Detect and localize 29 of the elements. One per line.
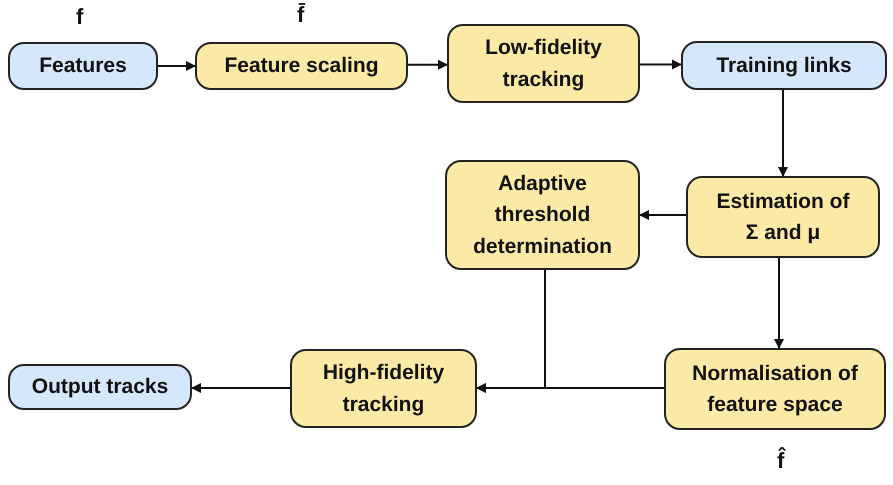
data-box [8, 42, 158, 90]
arrow [639, 210, 686, 220]
data-box [8, 364, 192, 410]
box-label: Normalisation of feature space [691, 360, 859, 418]
box-label: Training links [716, 52, 852, 79]
arrow [408, 60, 448, 70]
process-box [445, 160, 640, 270]
box-label: Output tracks [32, 374, 168, 400]
box-label: Features [39, 53, 127, 80]
variable-symbol: f̂ [777, 448, 784, 474]
process-box [664, 348, 886, 430]
process-box [290, 349, 477, 428]
process-box [447, 24, 640, 103]
box-label: Estimation of Σ and μ [715, 188, 850, 246]
variable-symbol: f̄ [297, 2, 304, 28]
arrow [774, 258, 784, 349]
variable-symbol: f [76, 4, 84, 30]
arrow [640, 60, 682, 70]
arrow [778, 90, 788, 177]
process-box [686, 176, 880, 258]
box-label: Low-fidelity tracking [484, 35, 603, 92]
box-label: Adaptive threshold determination [472, 170, 613, 260]
box-label: Feature scaling [224, 53, 379, 80]
box-label: High-fidelity tracking [322, 360, 446, 418]
arrow [158, 61, 196, 71]
arrow [476, 270, 546, 393]
data-box [681, 41, 887, 90]
process-box [195, 42, 408, 90]
arrow [191, 383, 290, 393]
